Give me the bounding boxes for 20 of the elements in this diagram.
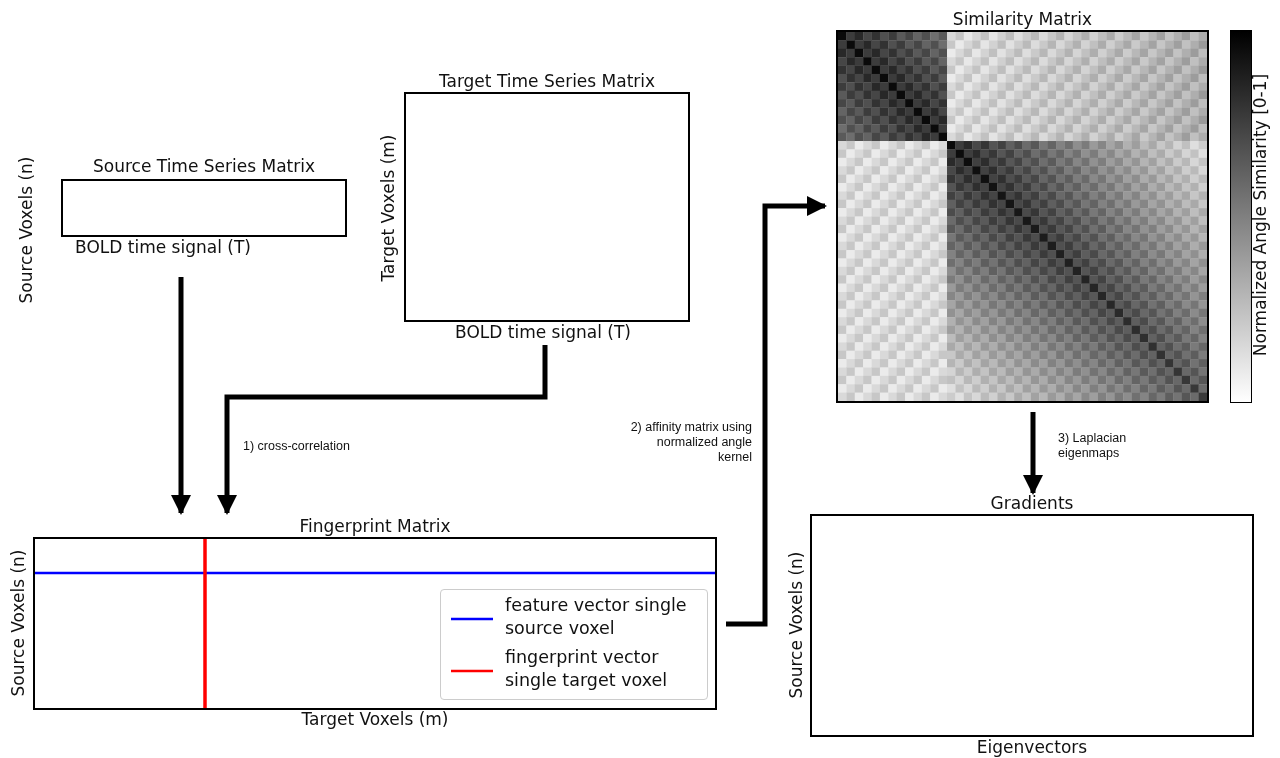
- matrix-title: Source Time Series Matrix: [93, 156, 315, 176]
- axis-label: BOLD time signal (T): [455, 322, 631, 342]
- flow-arrow: [726, 196, 827, 627]
- axis-label: Eigenvectors: [976, 737, 1088, 757]
- matrix-title: Gradients: [990, 493, 1074, 513]
- axis-label: Target Voxels (m): [301, 709, 449, 729]
- colorbar-label: Normalized Angle Similarity [0-1]: [1250, 73, 1270, 357]
- axis-label: Source Voxels (n): [16, 156, 36, 304]
- matrix-title: Target Time Series Matrix: [438, 71, 656, 91]
- flow-arrow: [217, 345, 548, 515]
- legend-label: fingerprint vector single target voxel: [505, 646, 669, 692]
- axis-label: BOLD time signal (T): [75, 237, 251, 257]
- axis-label: Source Voxels (n): [786, 551, 806, 699]
- matrix-title: Similarity Matrix: [952, 9, 1093, 29]
- flow-arrow: [1023, 412, 1043, 495]
- legend-label: feature vector single source voxel: [505, 594, 688, 640]
- axis-label: Source Voxels (n): [8, 549, 28, 697]
- axis-label: Target Voxels (m): [378, 134, 398, 282]
- flow-arrow: [171, 277, 191, 515]
- matrix-title: Fingerprint Matrix: [299, 516, 451, 536]
